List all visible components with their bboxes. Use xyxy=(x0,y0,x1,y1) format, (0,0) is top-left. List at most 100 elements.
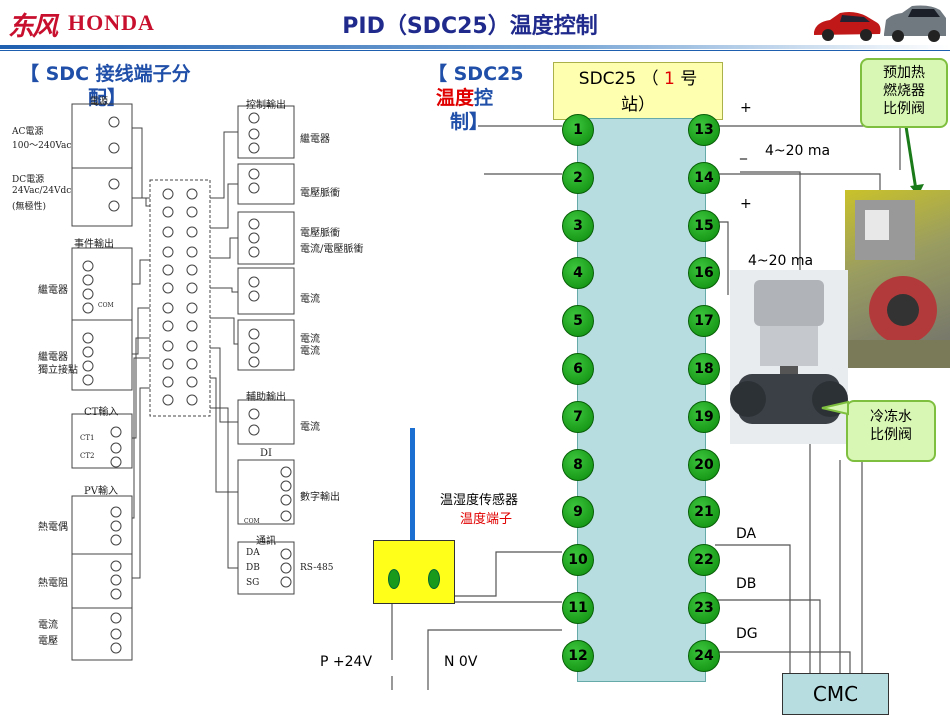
power-p24-label: P +24V xyxy=(320,654,373,670)
label-vpulse: 電壓脈衝 xyxy=(300,188,340,199)
label-relay-out: 繼電器 xyxy=(300,134,330,145)
sensor-terminal-b xyxy=(428,569,440,589)
label-current-out2b: 電流 xyxy=(300,346,320,357)
right-terminal: 22 xyxy=(688,544,720,576)
left-terminal: 8 xyxy=(562,449,594,481)
label-current: 電流 xyxy=(38,620,58,631)
left-heading-line1: 【 SDC 接线端子分 xyxy=(20,63,191,85)
chilled-line-1: 冷冻水 xyxy=(870,409,912,425)
right-terminal: 21 xyxy=(688,496,720,528)
preheat-line-2: 燃烧器 xyxy=(883,83,925,99)
temperature-humidity-sensor xyxy=(373,540,455,604)
label-ac-power: AC電源 xyxy=(12,127,44,137)
cmc-box: CMC xyxy=(782,673,889,715)
db-label: DB xyxy=(736,576,757,592)
right-terminal: 17 xyxy=(688,305,720,337)
chilled-line-2: 比例阀 xyxy=(870,427,912,443)
left-terminal: 2 xyxy=(562,162,594,194)
header: 东风 HONDA PID（SDC25）温度控制 xyxy=(0,0,950,52)
label-current-vpulse: 電流/電壓脈衝 xyxy=(300,244,364,255)
device-label-a: SDC25 （ xyxy=(578,69,664,89)
sensor-label: 温湿度传感器 xyxy=(440,493,519,508)
label-ct-in: CT輸入 xyxy=(84,407,119,418)
label-comm: 通訊 xyxy=(256,536,276,547)
label-di: DI xyxy=(260,448,272,459)
terminal-wiring-diagram xyxy=(71,103,295,661)
right-terminal: 16 xyxy=(688,257,720,289)
ma-label-1: 4~20 ma xyxy=(765,143,831,159)
label-current-out: 電流 xyxy=(300,294,320,305)
dongfeng-logo: 东风 xyxy=(8,12,58,42)
left-terminal: 4 xyxy=(562,257,594,289)
left-terminal: 6 xyxy=(562,353,594,385)
right-terminal: 24 xyxy=(688,640,720,672)
label-rs485: RS-485 xyxy=(300,563,334,573)
ma-label-2: 4~20 ma xyxy=(748,253,814,269)
preheat-line-3: 比例阀 xyxy=(883,101,925,117)
burner-valve-photo xyxy=(845,190,950,368)
callout-pointer xyxy=(821,400,849,416)
minus-label-1: _ xyxy=(740,144,747,160)
device-label-num: 1 xyxy=(663,69,675,89)
label-pv-in: PV輸入 xyxy=(84,486,118,497)
label-ct2: CT2 xyxy=(80,452,95,460)
car-image-gray xyxy=(882,4,948,44)
plus-label-2: + xyxy=(740,196,752,212)
right-terminal: 13 xyxy=(688,114,720,146)
label-com-di: COM xyxy=(244,518,260,525)
right-heading-line2: 温度控 xyxy=(428,86,523,110)
chilled-water-valve-photo xyxy=(730,270,848,444)
sdc25-device-label: SDC25 （ 1 号 站） xyxy=(553,62,723,120)
da-label: DA xyxy=(736,526,757,542)
page-title: PID（SDC25）温度控制 xyxy=(342,14,598,39)
right-heading-blue: 控 xyxy=(474,87,494,109)
label-ct1: CT1 xyxy=(80,434,95,442)
right-terminal: 14 xyxy=(688,162,720,194)
label-thermocouple: 熱電偶 xyxy=(38,522,68,533)
label-dc-note: (無極性) xyxy=(12,202,47,212)
label-event-out: 事件輸出 xyxy=(74,239,114,250)
label-comm-db: DB xyxy=(246,563,260,573)
label-comm-da: DA xyxy=(246,548,260,558)
label-relay-indep-1: 繼電器 xyxy=(38,352,68,363)
preheat-valve-callout: 预加热 燃烧器 比例阀 xyxy=(860,58,948,128)
label-ac-range: 100～240Vac xyxy=(12,141,72,151)
right-terminal: 23 xyxy=(688,592,720,624)
left-terminal: 7 xyxy=(562,401,594,433)
label-aux-out: 輔助輸出 xyxy=(246,392,286,403)
left-terminal: 11 xyxy=(562,592,594,624)
left-terminal: 1 xyxy=(562,114,594,146)
label-relay: 繼電器 xyxy=(38,285,68,296)
plus-label-1: + xyxy=(740,100,752,116)
right-heading-line3: 制】 xyxy=(450,111,489,133)
right-terminal: 15 xyxy=(688,210,720,242)
label-comm-sg: SG xyxy=(246,578,260,588)
sensor-terminal-label: 温度端子 xyxy=(460,512,513,527)
label-dc-range: 24Vac/24Vdc xyxy=(12,186,72,196)
label-dc-power: DC電源 xyxy=(12,175,45,185)
label-digital-out: 數字輸出 xyxy=(300,492,340,503)
left-terminal: 12 xyxy=(562,640,594,672)
label-current-out2a: 電流 xyxy=(300,334,320,345)
sdc25-body xyxy=(577,118,706,682)
device-label-b: 号 xyxy=(674,69,698,89)
label-rtd: 熱電阻 xyxy=(38,578,68,589)
preheat-line-1: 预加热 xyxy=(883,65,925,81)
label-vpulse2: 電壓脈衝 xyxy=(300,228,340,239)
chilled-water-callout: 冷冻水 比例阀 xyxy=(846,400,936,462)
label-aux-current: 電流 xyxy=(300,422,320,433)
right-terminal: 20 xyxy=(688,449,720,481)
label-relay-indep-2: 獨立接點 xyxy=(38,365,78,376)
car-image-red xyxy=(810,8,882,42)
header-divider xyxy=(0,45,950,49)
left-terminal: 3 xyxy=(562,210,594,242)
left-terminal: 5 xyxy=(562,305,594,337)
right-terminal: 18 xyxy=(688,353,720,385)
device-label-c: 站） xyxy=(621,95,655,115)
power-n0-label: N 0V xyxy=(444,654,478,670)
header-divider-line xyxy=(0,50,950,51)
left-terminal: 9 xyxy=(562,496,594,528)
right-heading-red: 温度 xyxy=(436,87,475,109)
label-voltage: 電壓 xyxy=(38,636,58,647)
dg-label: DG xyxy=(736,626,758,642)
